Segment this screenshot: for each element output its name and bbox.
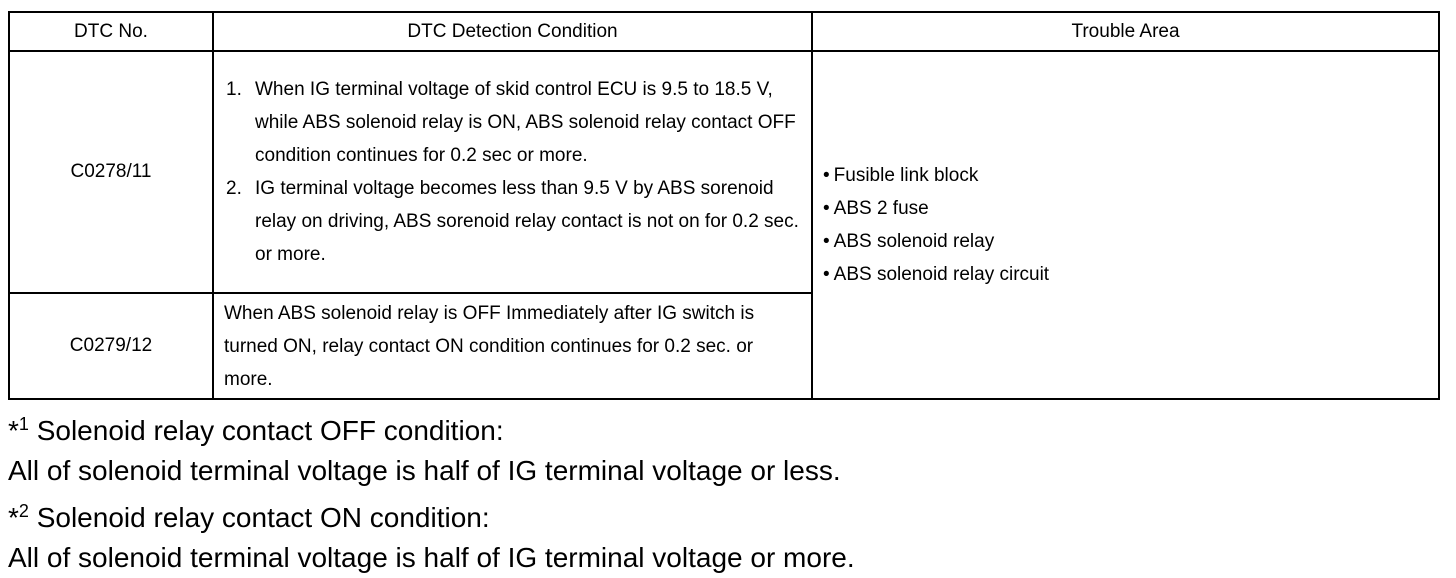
condition-text: IG terminal voltage becomes less than 9.… xyxy=(255,178,799,265)
header-dtc-no: DTC No. xyxy=(8,11,214,52)
footnote-text: All of solenoid terminal voltage is half… xyxy=(8,455,841,486)
trouble-area-cell: Fusible link block ABS 2 fuse ABS soleno… xyxy=(811,50,1440,400)
detection-condition-cell: When ABS solenoid relay is OFF Immediate… xyxy=(212,292,813,400)
table-row: C0279/12 When ABS solenoid relay is OFF … xyxy=(8,292,1439,400)
condition-number: 1. xyxy=(226,79,242,100)
footnote-text: All of solenoid terminal voltage is half… xyxy=(8,542,855,573)
header-detection-condition: DTC Detection Condition xyxy=(212,11,813,52)
footnote-number: 2 xyxy=(18,501,29,521)
table-header-row: DTC No. DTC Detection Condition Trouble … xyxy=(8,11,1440,52)
condition-number: 2. xyxy=(226,178,242,199)
footnote-marker: * xyxy=(8,502,19,533)
table-row: C0278/11 1. When IG terminal voltage of … xyxy=(8,50,1440,400)
list-item: ABS solenoid relay circuit xyxy=(823,258,1438,291)
footnote-title: *1 Solenoid relay contact OFF condition: xyxy=(8,404,855,451)
dtc-table: DTC No. DTC Detection Condition Trouble … xyxy=(8,11,1440,400)
header-trouble-area: Trouble Area xyxy=(811,11,1440,52)
condition-item: 2. IG terminal voltage becomes less than… xyxy=(226,172,811,271)
list-item: ABS 2 fuse xyxy=(823,192,1438,225)
footnote-marker: * xyxy=(8,415,19,446)
condition-item: 1. When IG terminal voltage of skid cont… xyxy=(226,73,811,172)
footnote-number: 1 xyxy=(18,414,29,434)
footnote-title: *2 Solenoid relay contact ON condition: xyxy=(8,491,855,538)
condition-text: When ABS solenoid relay is OFF Immediate… xyxy=(224,302,755,390)
dtc-code: C0278/11 xyxy=(8,50,214,294)
footnotes: *1 Solenoid relay contact OFF condition:… xyxy=(8,404,855,578)
dtc-code: C0279/12 xyxy=(8,292,214,400)
list-item: Fusible link block xyxy=(823,159,1438,192)
detection-condition-cell: 1. When IG terminal voltage of skid cont… xyxy=(212,50,813,294)
trouble-area-list: Fusible link block ABS 2 fuse ABS soleno… xyxy=(813,159,1438,291)
condition-text: When IG terminal voltage of skid control… xyxy=(255,79,796,166)
footnote-title-text: Solenoid relay contact ON condition: xyxy=(28,502,490,533)
footnote-title-text: Solenoid relay contact OFF condition: xyxy=(28,415,504,446)
list-item: ABS solenoid relay xyxy=(823,225,1438,258)
condition-list: 1. When IG terminal voltage of skid cont… xyxy=(214,73,811,271)
